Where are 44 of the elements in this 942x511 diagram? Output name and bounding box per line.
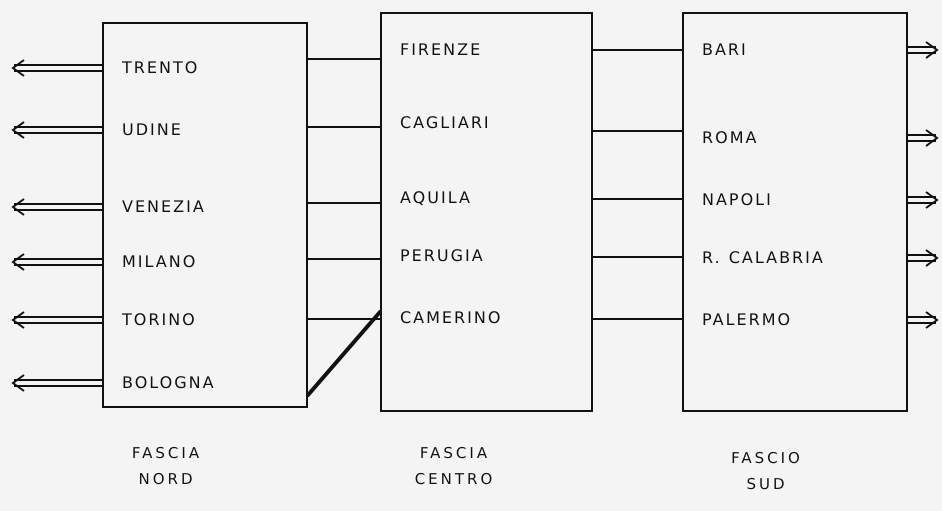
city-name: UDINE (102, 110, 308, 150)
double-arrow (908, 249, 938, 267)
city-name: VENEZIA (102, 187, 308, 227)
city-name: ROMA (682, 118, 908, 158)
connector-line (308, 258, 380, 260)
city-name: CAMERINO (380, 298, 593, 338)
connector-line (593, 256, 682, 258)
city-name: BOLOGNA (102, 363, 308, 403)
city-name: FIRENZE (380, 30, 593, 70)
city-name: TORINO (102, 300, 308, 340)
connector-line (593, 130, 682, 132)
double-arrow (908, 41, 938, 59)
double-arrow (12, 374, 102, 392)
double-arrow (12, 121, 102, 139)
connector-line (593, 49, 682, 51)
city-name: MILANO (102, 242, 308, 282)
double-arrow (908, 191, 938, 209)
connector-line (593, 318, 682, 320)
connector-line (308, 202, 380, 204)
double-arrow (12, 253, 102, 271)
zone-caption: FASCIO SUD (730, 448, 804, 495)
connector-line (308, 318, 380, 320)
zone-box (380, 12, 593, 412)
connector-line (593, 198, 682, 200)
double-arrow (12, 59, 102, 77)
zone-caption: FASCIA NORD (130, 443, 204, 490)
connector-line (308, 310, 380, 397)
city-name: TRENTO (102, 48, 308, 88)
city-name: PERUGIA (380, 236, 593, 276)
city-name: BARI (682, 30, 908, 70)
zone-box (682, 12, 908, 412)
double-arrow (12, 198, 102, 216)
connector-line (308, 58, 380, 60)
zone-box (102, 22, 308, 408)
double-arrow (12, 311, 102, 329)
city-name: AQUILA (380, 178, 593, 218)
connector-line (308, 126, 380, 128)
double-arrow (908, 129, 938, 147)
city-name: CAGLIARI (380, 103, 593, 143)
city-name: PALERMO (682, 300, 908, 340)
zone-caption: FASCIA CENTRO (414, 443, 496, 490)
city-name: NAPOLI (682, 180, 908, 220)
double-arrow (908, 311, 938, 329)
city-name: R. CALABRIA (682, 238, 908, 278)
